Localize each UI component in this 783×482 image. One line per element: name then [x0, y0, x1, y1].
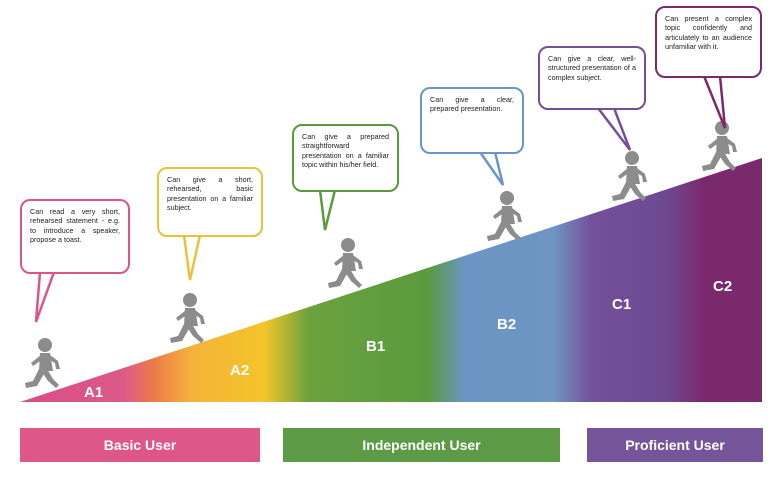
- descriptor-bubble-b2: Can give a clear, prepared presentation.: [420, 87, 524, 154]
- descriptor-bubble-a1: Can read a very short, rehearsed stateme…: [20, 199, 130, 274]
- band-independent-user: Independent User: [283, 428, 560, 462]
- runner-c1b-icon: [702, 121, 737, 171]
- level-label-a1: A1: [84, 384, 104, 401]
- proficiency-ramp: [20, 158, 762, 402]
- runner-c1-icon: [612, 151, 647, 201]
- level-label-b2: B2: [497, 316, 517, 333]
- runner-a1-icon: [25, 338, 60, 388]
- level-label-c1: C1: [612, 296, 632, 313]
- level-label-b1: B1: [366, 338, 386, 355]
- band-proficient-user: Proficient User: [587, 428, 763, 462]
- runner-b1-icon: [328, 238, 363, 288]
- level-label-c2: C2: [713, 278, 733, 295]
- runner-b2-icon: [487, 191, 522, 241]
- descriptor-bubble-b1: Can give a prepared straightforward pres…: [292, 124, 399, 192]
- descriptor-bubble-c2: Can present a complex topic confidently …: [655, 6, 762, 78]
- level-label-a2: A2: [230, 362, 250, 379]
- descriptor-bubble-a2: Can give a short, rehearsed, basic prese…: [157, 167, 263, 237]
- band-basic-user: Basic User: [20, 428, 260, 462]
- runner-a2-icon: [170, 293, 205, 343]
- descriptor-bubble-c1: Can give a clear, well-structured presen…: [538, 46, 646, 110]
